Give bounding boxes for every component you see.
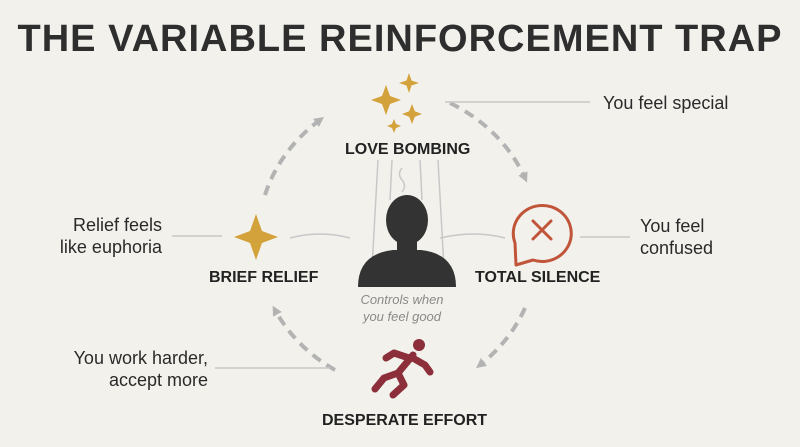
effect-brief-relief-line-2: like euphoria xyxy=(59,237,162,257)
effect-total-silence-line-1: You feel xyxy=(640,216,705,236)
running-person-icon xyxy=(371,339,434,399)
cycle-arrows xyxy=(263,101,528,372)
person-silhouette-icon xyxy=(358,195,456,287)
effect-brief-relief: Relief feels like euphoria xyxy=(40,214,162,258)
effect-love-bombing: You feel special xyxy=(603,92,728,114)
effect-desperate-effort: You work harder, accept more xyxy=(46,347,208,391)
stage-label-desperate-effort: DESPERATE EFFORT xyxy=(322,412,488,429)
puppet-string-wave xyxy=(398,167,406,193)
effect-total-silence-line-2: confused xyxy=(640,238,714,258)
effect-desperate-effort-line-1: You work harder, xyxy=(73,348,208,368)
puppet-string-3 xyxy=(419,159,423,201)
arc-top-left xyxy=(263,117,325,196)
effect-love-bombing-line-1: You feel special xyxy=(603,93,729,113)
sparkle-icon xyxy=(234,214,278,260)
wave-right xyxy=(439,233,506,239)
center-caption-line-1: Controls when xyxy=(360,292,444,307)
center-caption: Controls when you feel good xyxy=(332,291,472,325)
page-title: THE VARIABLE REINFORCEMENT TRAP xyxy=(17,18,783,60)
arc-top-right xyxy=(449,101,528,183)
puppet-string-4 xyxy=(437,159,445,269)
center-caption-line-2: you feel good xyxy=(362,309,442,324)
puppet-string-1 xyxy=(371,159,379,269)
stage-label-total-silence: TOTAL SILENCE xyxy=(475,269,601,286)
effect-brief-relief-line-1: Relief feels xyxy=(72,215,162,235)
arc-bottom-left xyxy=(272,305,336,372)
sparkles-icon xyxy=(371,73,422,133)
stage-label-brief-relief: BRIEF RELIEF xyxy=(209,269,319,286)
speech-bubble-x-icon xyxy=(511,204,573,267)
stage-label-love-bombing: LOVE BOMBING xyxy=(345,141,471,158)
wave-left xyxy=(289,233,351,239)
connector-lines xyxy=(172,101,630,369)
effect-desperate-effort-line-2: accept more xyxy=(108,370,208,390)
arc-bottom-right xyxy=(476,307,527,369)
puppet-string-2 xyxy=(389,159,393,201)
effect-total-silence: You feel confused xyxy=(640,215,713,259)
